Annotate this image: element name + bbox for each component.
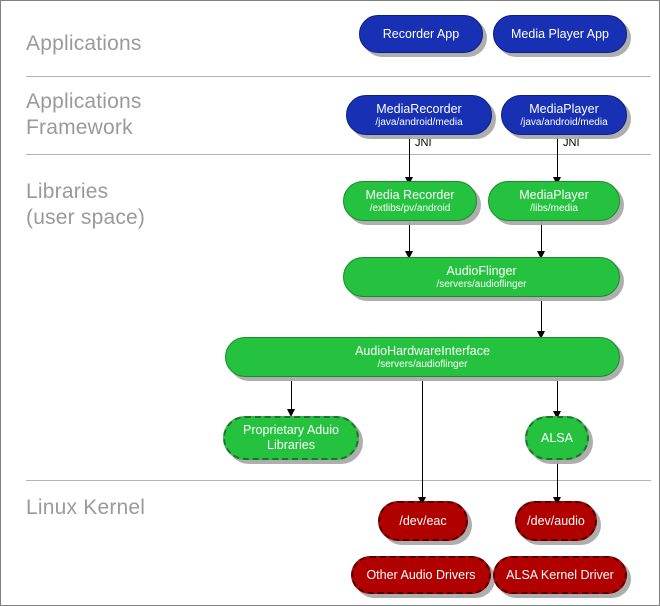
jni-label-left: JNI (415, 137, 432, 149)
node-alsa-title: ALSA (541, 430, 573, 445)
node-proprietary-audio-libraries[interactable]: Proprietary Aduio Libraries (223, 416, 359, 460)
connector-mediaplayer-to-audioflinger (541, 221, 542, 257)
divider-applications-framework (26, 154, 651, 155)
node-alsa[interactable]: ALSA (525, 416, 589, 460)
node-audiohardwareinterface-path: /servers/audioflinger (377, 358, 468, 370)
arrowhead-ahi-to-proprietary-libs (287, 409, 295, 417)
node-mediarecorder-framework-title: MediaRecorder (376, 101, 462, 116)
node-mediaplayer-framework-path: /java/android/media (520, 116, 608, 128)
node-mediaplayer-framework-title: MediaPlayer (529, 101, 599, 116)
connector-jni-left (409, 135, 410, 183)
connector-ahi-to-proprietary-libs (291, 377, 292, 415)
node-mediaplayer-framework[interactable]: MediaPlayer /java/android/media (501, 95, 627, 135)
node-alsa-kernel-driver-title: ALSA Kernel Driver (506, 567, 614, 582)
node-mediarecorder-framework[interactable]: MediaRecorder /java/android/media (346, 95, 492, 135)
node-media-player-library[interactable]: MediaPlayer /libs/media (488, 181, 620, 221)
node-media-recorder-library[interactable]: Media Recorder /extlibs/pv/android (343, 181, 477, 221)
node-audioflinger-title: AudioFlinger (446, 263, 517, 278)
connector-mediarecorder-to-audioflinger (409, 221, 410, 257)
node-audiohardwareinterface[interactable]: AudioHardwareInterface /servers/audiofli… (225, 337, 620, 377)
connector-jni-right (557, 135, 558, 183)
node-media-recorder-library-path: /extlibs/pv/android (369, 202, 451, 214)
arrowhead-audioflinger-to-audiohardwareinterface (537, 331, 545, 339)
divider-linux-kernel (26, 480, 651, 481)
node-audioflinger-path: /servers/audioflinger (436, 278, 527, 290)
layer-label-applications-framework: Applications Framework (26, 90, 142, 139)
node-dev-eac[interactable]: /dev/eac (378, 501, 468, 541)
node-media-player-library-path: /libs/media (530, 202, 578, 214)
arrowhead-mediaplayer-to-audioflinger (537, 251, 545, 259)
node-dev-audio[interactable]: /dev/audio (515, 501, 597, 541)
node-alsa-kernel-driver[interactable]: ALSA Kernel Driver (493, 556, 627, 594)
node-recorder-app[interactable]: Recorder App (359, 15, 483, 53)
node-media-player-app[interactable]: Media Player App (493, 15, 627, 53)
jni-label-right: JNI (563, 137, 580, 149)
node-mediarecorder-framework-path: /java/android/media (375, 116, 463, 128)
node-other-audio-drivers-title: Other Audio Drivers (366, 567, 476, 582)
connector-audioflinger-to-audiohardwareinterface (541, 297, 542, 337)
arrowhead-ahi-to-alsa (553, 411, 561, 419)
connector-ahi-to-alsa (557, 377, 558, 417)
node-media-player-app-title: Media Player App (511, 26, 609, 41)
node-proprietary-audio-libraries-line2: Libraries (267, 438, 315, 452)
connector-alsa-to-dev-audio (557, 460, 558, 503)
node-proprietary-audio-libraries-line1: Proprietary Aduio (243, 423, 339, 437)
node-other-audio-drivers[interactable]: Other Audio Drivers (351, 556, 491, 594)
layer-label-applications: Applications (26, 32, 142, 55)
node-media-player-library-title: MediaPlayer (519, 187, 589, 202)
arrowhead-mediarecorder-to-audioflinger (405, 251, 413, 259)
connector-ahi-to-dev-eac (422, 377, 423, 503)
node-audiohardwareinterface-title: AudioHardwareInterface (355, 343, 490, 358)
node-recorder-app-title: Recorder App (382, 26, 460, 41)
node-audioflinger[interactable]: AudioFlinger /servers/audioflinger (343, 257, 620, 297)
node-dev-audio-title: /dev/audio (527, 513, 585, 528)
layer-label-libraries-user-space: Libraries (user space) (26, 180, 146, 229)
node-dev-eac-title: /dev/eac (399, 513, 447, 528)
node-media-recorder-library-title: Media Recorder (365, 187, 455, 202)
layer-label-linux-kernel: Linux Kernel (26, 496, 146, 519)
divider-applications (26, 76, 651, 77)
